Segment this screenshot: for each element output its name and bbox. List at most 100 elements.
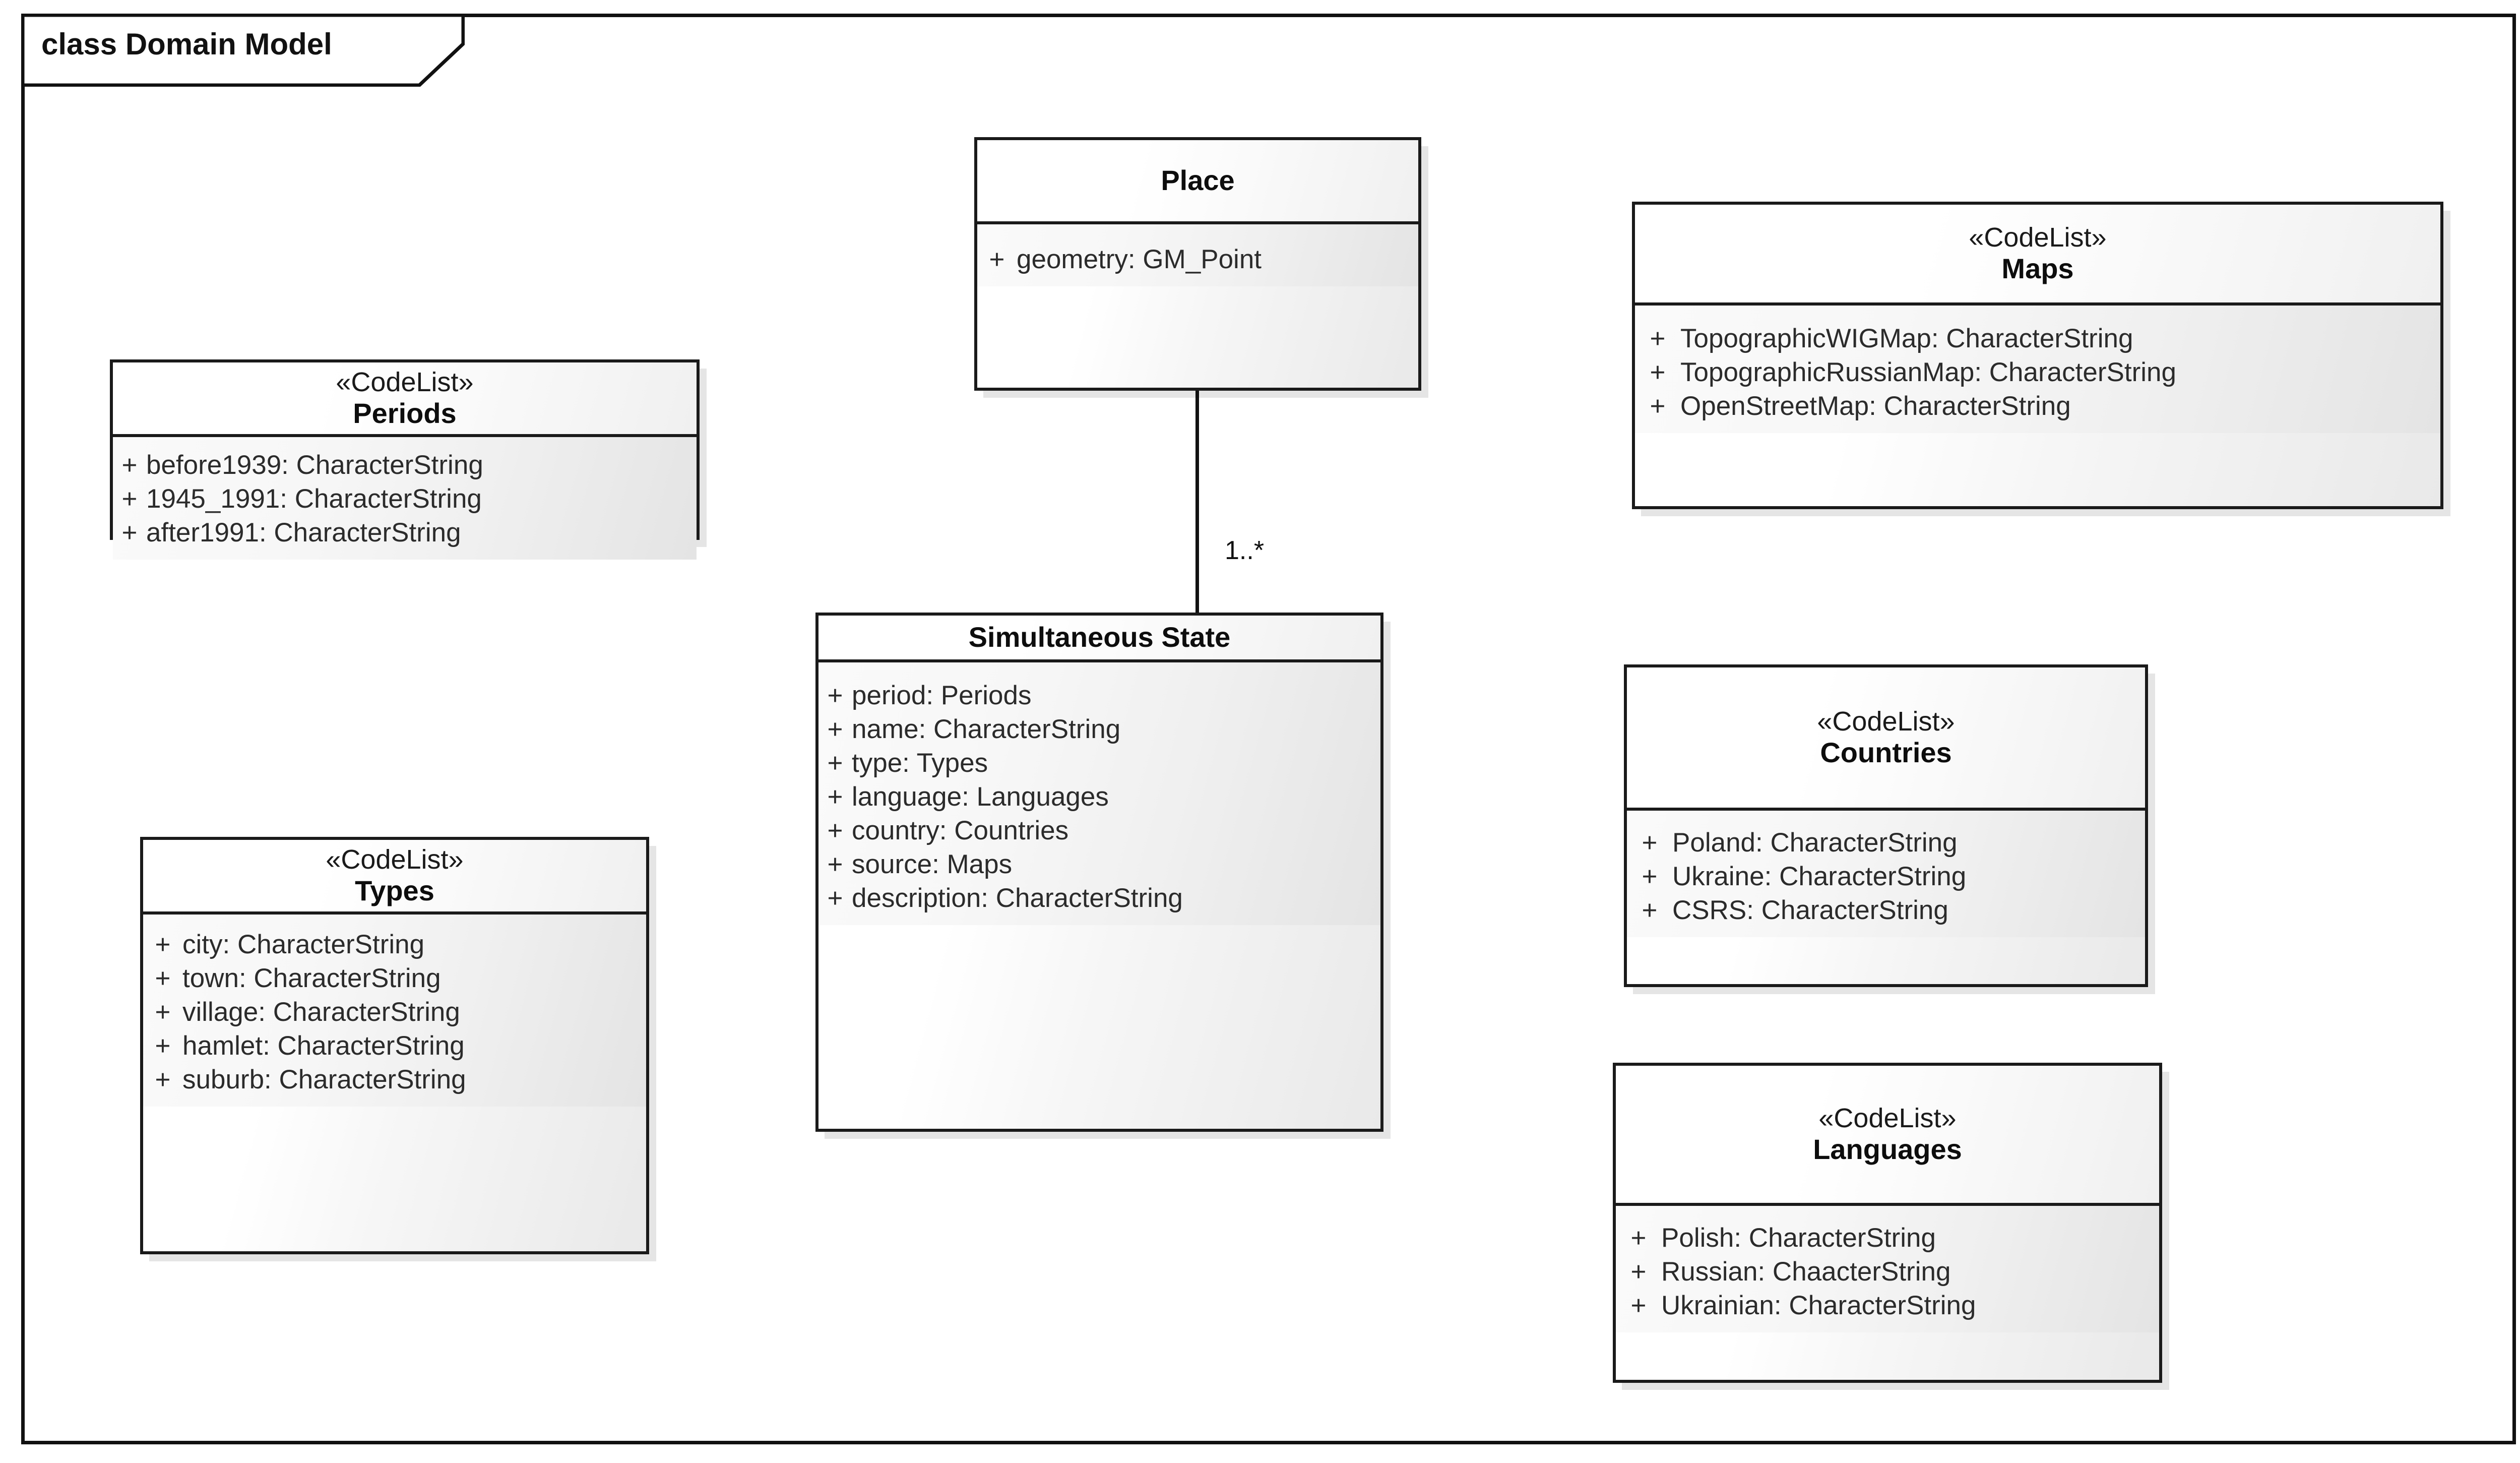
class-attribute-row: + period: Periods — [818, 679, 1380, 712]
class-box-countries[interactable]: «CodeList» Countries + Poland: Character… — [1624, 664, 2148, 987]
attribute-signature: OpenStreetMap: CharacterString — [1680, 391, 2071, 421]
frame-tab-shape — [21, 14, 465, 87]
class-stereotype-types: «CodeList» — [326, 844, 464, 875]
class-stereotype-maps: «CodeList» — [1969, 222, 2107, 253]
attribute-signature: after1991: CharacterString — [146, 518, 461, 547]
class-box-maps[interactable]: «CodeList» Maps + TopographicWIGMap: Cha… — [1632, 202, 2443, 509]
class-stereotype-countries: «CodeList» — [1817, 706, 1955, 737]
class-header-types: «CodeList» Types — [143, 840, 646, 915]
attribute-signature: Poland: CharacterString — [1672, 828, 1958, 858]
visibility-marker: + — [155, 997, 171, 1027]
frame-title-tab: class Domain Model — [21, 14, 465, 87]
class-attribute-row: + OpenStreetMap: CharacterString — [1635, 389, 2440, 423]
visibility-marker: + — [989, 245, 1005, 274]
visibility-marker: + — [121, 518, 138, 547]
attribute-signature: language: Languages — [852, 782, 1109, 812]
visibility-marker: + — [1650, 324, 1666, 353]
class-attribute-row: + country: Countries — [818, 814, 1380, 847]
visibility-marker: + — [827, 816, 843, 845]
class-attributes-simultaneous-state: + period: Periods + name: CharacterStrin… — [818, 662, 1380, 925]
class-attribute-row: + language: Languages — [818, 780, 1380, 814]
class-attribute-row: + after1991: CharacterString — [113, 516, 697, 550]
attribute-signature: TopographicRussianMap: CharacterString — [1680, 357, 2176, 387]
visibility-marker: + — [1630, 1223, 1647, 1253]
visibility-marker: + — [155, 1065, 171, 1094]
visibility-marker: + — [1630, 1291, 1647, 1320]
class-attribute-row: + town: CharacterString — [143, 961, 646, 995]
visibility-marker: + — [827, 681, 843, 710]
attribute-signature: source: Maps — [852, 849, 1013, 879]
attribute-signature: Ukraine: CharacterString — [1672, 862, 1967, 891]
attribute-signature: suburb: CharacterString — [182, 1065, 466, 1094]
class-attribute-row: + hamlet: CharacterString — [143, 1029, 646, 1063]
visibility-marker: + — [1642, 862, 1658, 891]
class-box-place[interactable]: Place + geometry: GM_Point — [974, 137, 1421, 391]
attribute-signature: description: CharacterString — [852, 883, 1183, 913]
visibility-marker: + — [827, 748, 843, 778]
class-header-maps: «CodeList» Maps — [1635, 205, 2440, 306]
visibility-marker: + — [827, 849, 843, 879]
class-attribute-row: + 1945_1991: CharacterString — [113, 482, 697, 516]
class-box-types[interactable]: «CodeList» Types + city: CharacterString… — [140, 837, 649, 1254]
class-header-periods: «CodeList» Periods — [113, 362, 697, 437]
class-name-maps: Maps — [2001, 253, 2074, 285]
visibility-marker: + — [155, 963, 171, 993]
attribute-signature: CSRS: CharacterString — [1672, 895, 1948, 925]
visibility-marker: + — [1642, 895, 1658, 925]
class-header-place: Place — [977, 140, 1418, 224]
attribute-signature: 1945_1991: CharacterString — [146, 484, 482, 514]
class-box-periods[interactable]: «CodeList» Periods + before1939: Charact… — [110, 359, 700, 560]
class-name-languages: Languages — [1813, 1133, 1962, 1166]
visibility-marker: + — [155, 930, 171, 959]
attribute-signature: village: CharacterString — [182, 997, 460, 1027]
visibility-marker: + — [827, 782, 843, 812]
class-attribute-row: + Polish: CharacterString — [1616, 1221, 2159, 1255]
class-attributes-countries: + Poland: CharacterString + Ukraine: Cha… — [1627, 811, 2145, 937]
class-box-languages[interactable]: «CodeList» Languages + Polish: Character… — [1613, 1063, 2162, 1383]
class-attribute-row: + geometry: GM_Point — [977, 242, 1418, 276]
attribute-signature: name: CharacterString — [852, 714, 1121, 744]
class-header-simultaneous-state: Simultaneous State — [818, 616, 1380, 662]
class-header-languages: «CodeList» Languages — [1616, 1066, 2159, 1206]
attribute-signature: hamlet: CharacterString — [182, 1031, 465, 1061]
class-attributes-place: + geometry: GM_Point — [977, 224, 1418, 286]
class-attribute-row: + Ukrainian: CharacterString — [1616, 1289, 2159, 1322]
visibility-marker: + — [1630, 1257, 1647, 1287]
visibility-marker: + — [1642, 828, 1658, 858]
visibility-marker: + — [827, 714, 843, 744]
class-name-place: Place — [1161, 164, 1235, 197]
association-line-vertical — [1195, 391, 1199, 616]
class-name-types: Types — [355, 875, 434, 907]
visibility-marker: + — [121, 484, 138, 514]
class-name-periods: Periods — [353, 397, 457, 430]
class-attribute-row: + Ukraine: CharacterString — [1627, 860, 2145, 893]
visibility-marker: + — [155, 1031, 171, 1061]
attribute-signature: country: Countries — [852, 816, 1069, 845]
attribute-signature: Ukrainian: CharacterString — [1661, 1291, 1976, 1320]
attribute-signature: geometry: GM_Point — [1017, 245, 1262, 274]
class-attribute-row: + before1939: CharacterString — [113, 448, 697, 482]
class-attribute-row: + Poland: CharacterString — [1627, 826, 2145, 860]
attribute-signature: period: Periods — [852, 681, 1032, 710]
class-attribute-row: + Russian: ChaacterString — [1616, 1255, 2159, 1289]
class-stereotype-periods: «CodeList» — [336, 367, 474, 397]
attribute-signature: town: CharacterString — [182, 963, 441, 993]
attribute-signature: TopographicWIGMap: CharacterString — [1680, 324, 2133, 353]
frame-title-label: class Domain Model — [41, 27, 332, 61]
class-attributes-maps: + TopographicWIGMap: CharacterString + T… — [1635, 306, 2440, 433]
association-multiplicity-label: 1..* — [1225, 536, 1265, 565]
class-attribute-row: + CSRS: CharacterString — [1627, 893, 2145, 927]
class-box-simultaneous-state[interactable]: Simultaneous State + period: Periods + n… — [815, 613, 1383, 1132]
class-name-simultaneous-state: Simultaneous State — [968, 621, 1231, 653]
visibility-marker: + — [827, 883, 843, 913]
visibility-marker: + — [1650, 391, 1666, 421]
attribute-signature: type: Types — [852, 748, 988, 778]
class-attribute-row: + type: Types — [818, 746, 1380, 780]
attribute-signature: Polish: CharacterString — [1661, 1223, 1936, 1253]
class-name-countries: Countries — [1820, 737, 1952, 769]
class-attribute-row: + description: CharacterString — [818, 881, 1380, 915]
visibility-marker: + — [1650, 357, 1666, 387]
class-attributes-types: + city: CharacterString + town: Characte… — [143, 915, 646, 1107]
class-attribute-row: + source: Maps — [818, 847, 1380, 881]
